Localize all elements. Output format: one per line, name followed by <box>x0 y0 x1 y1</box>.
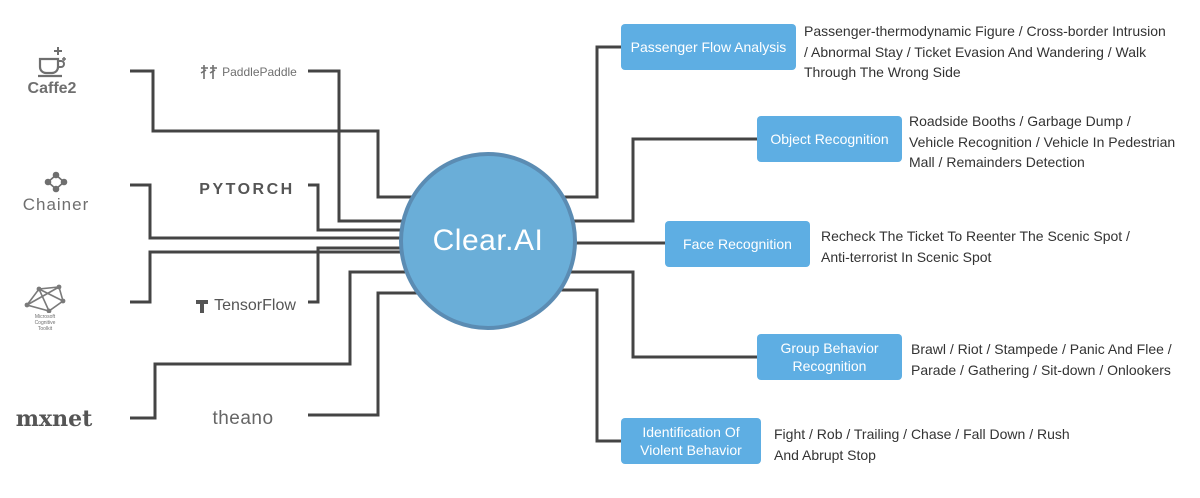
hub-label: Clear.AI <box>432 224 544 257</box>
framework-theano: theano <box>196 405 290 433</box>
description-line: Vehicle Recognition / Vehicle In Pedestr… <box>909 133 1176 150</box>
framework-chainer: Chainer <box>14 170 98 216</box>
connector-object-recognition <box>570 137 757 223</box>
description-line: Brawl / Riot / Stampede / Panic And Flee… <box>911 341 1172 357</box>
description-line: Mall / Remainders Detection <box>909 154 1085 170</box>
connector-violent-behavior <box>560 288 621 443</box>
description-line: / Abnormal Stay / Ticket Evasion And Wan… <box>804 43 1147 60</box>
group-behavior-label-line: Group Behavior <box>780 340 879 356</box>
description-line: Roadside Booths / Garbage Dump / <box>909 113 1131 129</box>
caffe2-cup-icon <box>38 46 66 77</box>
face-recognition-label: Face Recognition <box>683 236 792 252</box>
connector-caffe2 <box>130 69 414 199</box>
violent-behavior-label-line: Violent Behavior <box>640 442 742 458</box>
passenger-flow-label: Passenger Flow Analysis <box>630 39 787 55</box>
tensorflow-logo-icon <box>196 300 209 313</box>
framework-tensorflow: TensorFlow <box>188 294 302 318</box>
description-line: Recheck The Ticket To Reenter The Scenic… <box>821 228 1130 244</box>
group-behavior-box: Group Behavior Recognition <box>757 334 902 380</box>
face-recognition-box: Face Recognition <box>665 221 810 267</box>
connector-pytorch <box>308 183 400 232</box>
clear-ai-hub: Clear.AI <box>399 152 577 330</box>
pytorch-label: PYTORCH <box>199 181 295 198</box>
description-line: Fight / Rob / Trailing / Chase / Fall Do… <box>774 426 1070 442</box>
violent-behavior-description: Fight / Rob / Trailing / Chase / Fall Do… <box>774 424 1104 465</box>
connector-chainer <box>130 183 400 240</box>
description-line: Parade / Gathering / Sit-down / Onlooker… <box>911 361 1171 378</box>
connector-group-behavior <box>570 270 757 359</box>
group-behavior-label: Group Behavior Recognition <box>780 339 878 375</box>
passenger-flow-description: Passenger-thermodynamic Figure / Cross-b… <box>804 21 1196 83</box>
violent-behavior-label: Identification Of Violent Behavior <box>640 423 742 459</box>
group-behavior-description: Brawl / Riot / Stampede / Panic And Flee… <box>911 339 1196 380</box>
object-recognition-label: Object Recognition <box>770 131 889 147</box>
cntk-mesh-icon <box>24 284 66 313</box>
description-line: Anti-terrorist In Scenic Spot <box>821 248 992 265</box>
object-recognition-box: Object Recognition <box>757 116 902 162</box>
connector-paddlepaddle <box>308 69 404 223</box>
framework-caffe2: Caffe2 <box>22 40 82 102</box>
caffe2-label: Caffe2 <box>27 79 77 97</box>
connector-passenger-flow <box>563 45 621 199</box>
violent-behavior-label-line: Identification Of <box>642 424 740 440</box>
paddlepaddle-label: PaddlePaddle <box>222 65 297 79</box>
tensorflow-label: TensorFlow <box>214 297 296 314</box>
chainer-molecule-icon <box>44 171 68 193</box>
passenger-flow-box: Passenger Flow Analysis <box>621 24 796 70</box>
group-behavior-label-line: Recognition <box>792 358 867 374</box>
framework-cntk: Microsoft Cognitive Toolkit <box>20 282 70 332</box>
connector-theano <box>308 291 420 417</box>
framework-paddlepaddle: PaddlePaddle <box>192 62 304 82</box>
connector-mxnet <box>130 270 405 420</box>
connector-tensorflow <box>308 246 400 304</box>
framework-mxnet: mxnet <box>6 404 102 434</box>
cntk-label: Microsoft Cognitive Toolkit <box>34 313 56 332</box>
framework-pytorch: PYTORCH <box>194 178 300 202</box>
description-line: And Abrupt Stop <box>774 446 876 463</box>
violent-behavior-box: Identification Of Violent Behavior <box>621 418 761 464</box>
chainer-label: Chainer <box>22 195 90 214</box>
theano-label: theano <box>212 408 274 429</box>
object-recognition-description: Roadside Booths / Garbage Dump / Vehicle… <box>909 111 1194 173</box>
description-line: Passenger-thermodynamic Figure / Cross-b… <box>804 23 1166 39</box>
description-line: Through The Wrong Side <box>804 64 961 80</box>
face-recognition-description: Recheck The Ticket To Reenter The Scenic… <box>821 226 1181 267</box>
paddlepaddle-logo-icon <box>200 65 218 79</box>
connector-cntk <box>130 250 400 304</box>
mxnet-label: mxnet <box>15 406 93 432</box>
